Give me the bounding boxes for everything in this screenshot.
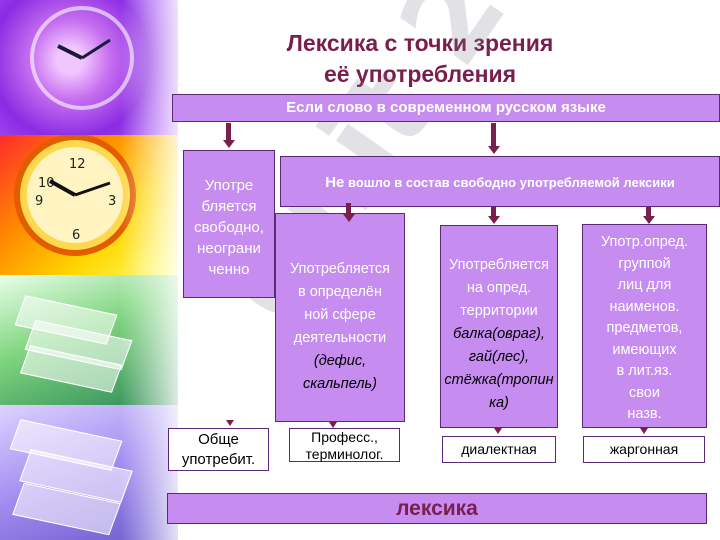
jargon-line: в лит.яз.	[616, 363, 673, 379]
not-common-text: вошло в состав свободно употребляемой ле…	[344, 175, 675, 190]
professional-example: (дефис,	[313, 353, 367, 369]
label-professional-line: Професс.,	[311, 429, 378, 445]
title-line-1: Лексика с точки зрения	[286, 30, 554, 56]
page-title: Лексика с точки зрения её употребления	[220, 28, 620, 90]
label-professional: Професс., терминолог.	[289, 428, 400, 462]
arrow-to-not-common	[488, 123, 500, 155]
lexicon-bar: лексика	[167, 493, 707, 524]
jargon-line: назв.	[627, 406, 662, 422]
condition-bar: Если слово в современном русском языке	[172, 94, 720, 122]
common-line: Употре	[204, 177, 254, 194]
dialect-example: гай(лес),	[468, 349, 530, 365]
svg-text:12: 12	[69, 157, 86, 172]
condition-text: Если слово в современном русском языке	[286, 99, 606, 116]
connector-professional	[329, 422, 337, 428]
jargon-line: группой	[618, 255, 671, 272]
title-line-2: её употребления	[323, 61, 517, 87]
label-jargon-text: жаргонная	[609, 441, 679, 457]
jargon-box: Употр.опред. группой лиц для наименов. п…	[582, 224, 707, 428]
common-line: неограни	[197, 240, 261, 257]
arrow-to-professional	[343, 203, 355, 223]
jargon-line: лиц для	[617, 277, 672, 293]
dialect-box: Употребляется на опред. территории балка…	[440, 225, 558, 428]
connector-common	[226, 420, 234, 426]
jargon-line: Употр.опред.	[600, 234, 689, 250]
label-common-line: Обще	[198, 431, 239, 448]
svg-text:6: 6	[72, 228, 80, 243]
svg-text:10: 10	[38, 176, 55, 191]
professional-box: Употребляется в определён ной сфере деят…	[275, 213, 405, 422]
dialect-line: на опред.	[466, 280, 532, 296]
common-line: ченно	[208, 261, 250, 278]
jargon-line: свои	[629, 384, 660, 401]
not-common-bold: Не	[325, 174, 345, 191]
professional-line: деятельности	[293, 330, 387, 346]
common-line: свободно,	[194, 219, 264, 236]
common-usage-box: Употре бляется свободно, неограни ченно	[183, 150, 275, 298]
arrow-to-common	[223, 123, 235, 149]
svg-text:9: 9	[35, 194, 43, 209]
label-dialect-text: диалектная	[461, 441, 537, 457]
label-common-line: употребит.	[181, 451, 256, 468]
dialect-line: Употребляется	[449, 257, 549, 273]
label-dialect: диалектная	[442, 436, 556, 463]
decorative-image-strip: 12 10 9 3 6	[0, 0, 178, 540]
label-jargon: жаргонная	[583, 436, 705, 463]
not-common-bar: Не вошло в состав свободно употребляемой…	[280, 156, 720, 207]
professional-line: ной сфере	[304, 307, 376, 323]
professional-line: Употребляется	[290, 261, 390, 277]
arrow-to-jargon	[643, 207, 655, 225]
dialect-example: балка(овраг),	[453, 326, 545, 342]
svg-text:3: 3	[108, 194, 116, 209]
dialect-example: стёжка(тропин	[444, 372, 554, 388]
connector-jargon	[640, 428, 648, 434]
jargon-line: имеющих	[612, 341, 677, 358]
jargon-line: наименов.	[609, 298, 680, 315]
lexicon-text: лексика	[396, 497, 478, 520]
connector-dialect	[494, 428, 502, 434]
professional-example: скальпель)	[303, 376, 377, 392]
dialect-example: ка)	[489, 395, 509, 411]
dialect-line: территории	[460, 303, 538, 319]
professional-line: в определён	[297, 284, 383, 300]
common-line: бляется	[201, 198, 257, 215]
jargon-line: предметов,	[606, 320, 683, 336]
label-common: Обще употребит.	[168, 428, 269, 471]
arrow-to-dialect	[488, 207, 500, 225]
label-professional-line: терминолог.	[305, 446, 384, 462]
